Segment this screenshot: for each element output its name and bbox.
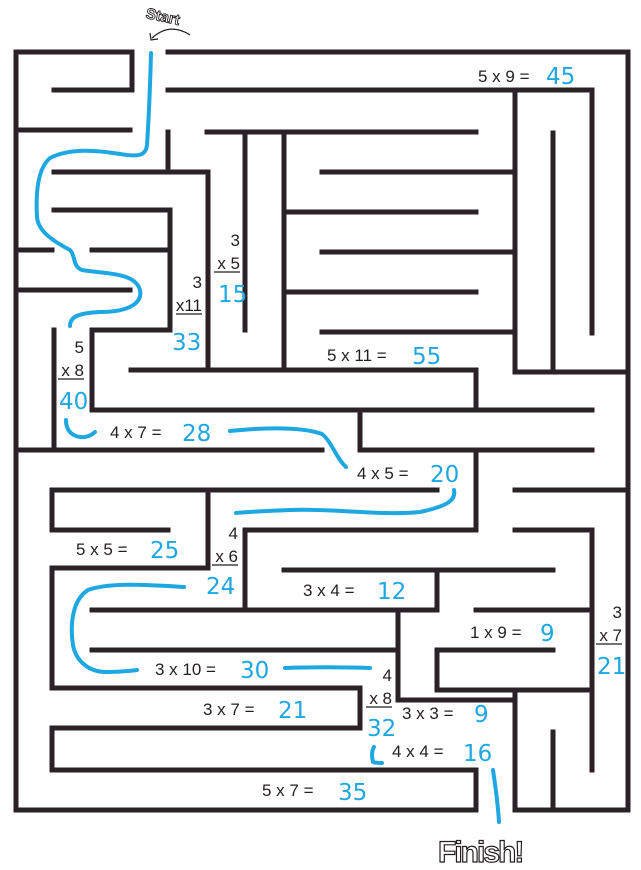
problem: 5 x 5 = 25 — [76, 538, 179, 564]
problem-answer: 24 — [206, 574, 235, 600]
path-segment — [283, 665, 372, 670]
problem: 5 x 7 = 35 — [262, 780, 367, 806]
problem-top: 3 — [231, 231, 240, 250]
vertical-problem: 4 x 6 24 — [206, 524, 238, 600]
problem-expression: 5 x 7 = — [262, 781, 314, 800]
problem-expression: 4 x 5 = — [357, 464, 409, 483]
problem-top: 3 — [613, 603, 622, 622]
vertical-problem: 3 x 7 21 — [596, 603, 626, 680]
problem-answer: 33 — [172, 330, 201, 356]
problem: 3 x 4 = 12 — [303, 579, 406, 605]
problem: 5 x 9 = 45 — [478, 64, 575, 90]
problem-expression: 3 x 4 = — [303, 581, 355, 600]
vertical-problem: 5 x 8 40 — [58, 338, 88, 415]
problem-answer: 25 — [150, 538, 179, 564]
problem: 3 x 3 = 9 — [402, 702, 489, 728]
problem-answer: 9 — [474, 702, 489, 728]
problem: 3 x 10 = 30 — [155, 658, 269, 684]
problem: 4 x 7 = 28 — [110, 421, 211, 447]
problem-multiplier: x 5 — [217, 254, 240, 273]
problem-answer: 30 — [240, 658, 269, 684]
path-segment — [370, 745, 384, 765]
problem-expression: 1 x 9 = — [470, 623, 522, 642]
vertical-problem: 4 x 8 32 — [366, 666, 396, 742]
problem-multiplier: x 6 — [215, 547, 238, 566]
problem-multiplier: x11 — [176, 296, 202, 315]
problem-answer: 21 — [597, 654, 626, 680]
problem: 3 x 7 = 21 — [203, 698, 307, 724]
start-arrow-icon — [151, 28, 191, 39]
problem-top: 4 — [383, 666, 392, 685]
problem: 1 x 9 = 9 — [470, 621, 555, 647]
path-segment — [491, 768, 501, 824]
problem-multiplier: x 8 — [61, 361, 84, 380]
start-label: Start — [144, 5, 181, 29]
problem-expression: 3 x 3 = — [402, 704, 454, 723]
problem-answer: 28 — [182, 421, 211, 447]
maze-walls — [13, 49, 631, 813]
problem-answer: 15 — [218, 282, 247, 308]
vertical-problem: 3 x11 33 — [172, 273, 202, 356]
path-segment — [64, 418, 97, 440]
horizontal-problems: 5 x 9 =455 x 11 =554 x 7 =284 x 5 =205 x… — [76, 64, 575, 806]
problem-expression: 3 x 7 = — [203, 700, 255, 719]
problem-answer: 35 — [338, 780, 367, 806]
problem-expression: 3 x 10 = — [155, 660, 216, 679]
problem-expression: 5 x 11 = — [327, 346, 387, 365]
path-segment — [34, 51, 153, 328]
path-segment — [69, 582, 186, 674]
start-arrowhead-icon — [149, 32, 159, 41]
problem-answer: 55 — [412, 344, 441, 370]
path-segment — [228, 426, 348, 469]
problem-top: 3 — [193, 273, 202, 292]
problem: 5 x 11 = 55 — [327, 344, 441, 370]
problem: 4 x 5 = 20 — [357, 462, 459, 488]
problem-answer: 12 — [377, 579, 406, 605]
problem-expression: 5 x 5 = — [76, 540, 128, 559]
problem-answer: 9 — [540, 621, 555, 647]
problem-expression: 4 x 4 = — [392, 742, 444, 761]
problem-multiplier: x 8 — [369, 689, 392, 708]
vertical-problem: 3 x 5 15 — [214, 231, 247, 308]
problem-expression: 5 x 9 = — [478, 67, 530, 86]
path-segment — [234, 488, 457, 516]
problem-multiplier: x 7 — [599, 626, 622, 645]
problem-answer: 32 — [367, 716, 396, 742]
problem-expression: 4 x 7 = — [110, 423, 162, 442]
problem-answer: 16 — [463, 741, 492, 767]
problem-answer: 45 — [546, 64, 575, 90]
start-marker: Start — [144, 5, 191, 41]
vertical-problems: 3 x 5 15 3 x11 33 5 x 8 40 4 x 6 24 3 x 7 21 4 x 8 32 — [58, 231, 626, 742]
finish-label: Finish! — [438, 836, 522, 869]
problem-answer: 21 — [278, 698, 307, 724]
problem-top: 4 — [229, 524, 238, 543]
problem-answer: 40 — [59, 389, 88, 415]
problem-answer: 20 — [430, 462, 459, 488]
solution-path — [34, 51, 501, 824]
problem-top: 5 — [75, 338, 84, 357]
problem: 4 x 4 = 16 — [392, 741, 492, 767]
